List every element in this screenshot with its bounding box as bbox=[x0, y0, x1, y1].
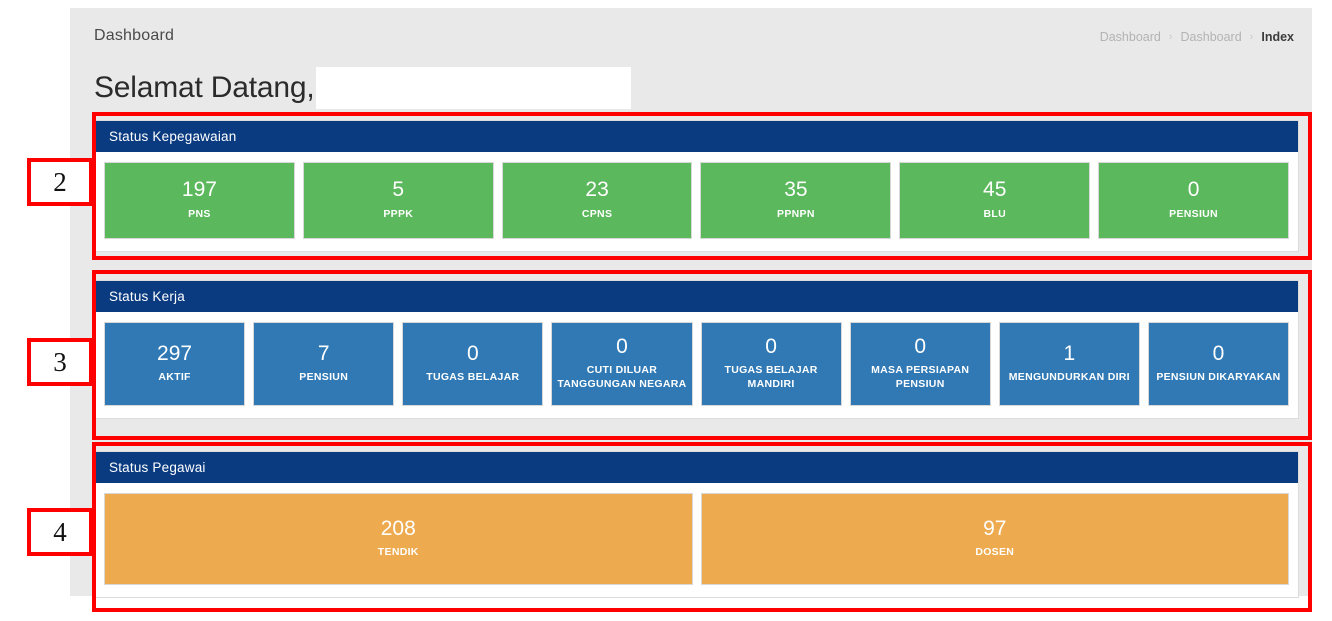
stat-value: 0 bbox=[466, 341, 479, 365]
stat-card-tugas-belajar[interactable]: 0 TUGAS BELAJAR bbox=[402, 322, 544, 406]
welcome-username-redaction bbox=[316, 67, 632, 109]
stat-card-cuti-diluar-tanggungan-negara[interactable]: 0 CUTI DILUAR TANGGUNGAN NEGARA bbox=[551, 322, 693, 406]
annotation-number-3: 3 bbox=[27, 338, 93, 386]
stat-label: PENSIUN bbox=[1169, 207, 1218, 220]
chevron-right-icon: › bbox=[1249, 31, 1254, 43]
breadcrumb-item-3: Index bbox=[1261, 30, 1294, 44]
stat-card-ppnpn[interactable]: 35 PPNPN bbox=[700, 162, 892, 239]
breadcrumb: Dashboard › Dashboard › Index bbox=[1100, 30, 1294, 44]
stat-value: 197 bbox=[181, 178, 217, 202]
panel-header-status-kepegawaian: Status Kepegawaian bbox=[95, 121, 1298, 152]
stat-card-pensiun[interactable]: 0 PENSIUN bbox=[1098, 162, 1289, 239]
stat-label: PENSIUN bbox=[299, 371, 349, 383]
stat-label: TUGAS BELAJAR MANDIRI bbox=[724, 364, 818, 390]
app-content-surface: Dashboard Dashboard › Dashboard › Index … bbox=[70, 8, 1312, 598]
stat-card-cpns[interactable]: 23 CPNS bbox=[501, 162, 693, 239]
stat-card-tugas-belajar-mandiri[interactable]: 0 TUGAS BELAJAR MANDIRI bbox=[700, 322, 842, 406]
stat-card-blu[interactable]: 45 BLU bbox=[899, 162, 1091, 239]
stat-value: 23 bbox=[585, 178, 609, 202]
panel-body-status-pegawai: 208 TENDIK 97 DOSEN bbox=[95, 483, 1298, 597]
panel-body-status-kerja: 297 AKTIF 7 PENSIUN 0 TUGAS BELAJAR 0 CU… bbox=[95, 312, 1298, 418]
stat-card-pns[interactable]: 197 PNS bbox=[104, 162, 295, 239]
stat-value: 208 bbox=[380, 516, 416, 540]
welcome-greeting: Selamat Datang, bbox=[94, 71, 315, 104]
panel-status-kerja: Status Kerja 297 AKTIF 7 PENSIUN 0 TUGAS… bbox=[94, 280, 1299, 419]
stat-value: 35 bbox=[784, 178, 808, 202]
stat-label: TUGAS BELAJAR bbox=[426, 371, 520, 383]
topbar: Dashboard Dashboard › Dashboard › Index bbox=[70, 8, 1312, 64]
stat-value: 0 bbox=[914, 335, 927, 359]
stat-card-tendik[interactable]: 208 TENDIK bbox=[104, 493, 693, 585]
stat-label: TENDIK bbox=[377, 546, 419, 558]
stat-card-aktif[interactable]: 297 AKTIF bbox=[104, 322, 246, 406]
panel-status-pegawai: Status Pegawai 208 TENDIK 97 DOSEN bbox=[94, 451, 1299, 598]
stat-value: 0 bbox=[1212, 341, 1225, 365]
stat-value: 97 bbox=[983, 516, 1007, 540]
stat-value: 45 bbox=[983, 178, 1007, 202]
breadcrumb-item-1[interactable]: Dashboard bbox=[1099, 30, 1161, 44]
stat-label: MENGUNDURKAN DIRI bbox=[1008, 371, 1130, 383]
stat-value: 7 bbox=[317, 341, 330, 365]
stat-card-pensiun[interactable]: 7 PENSIUN bbox=[253, 322, 395, 406]
stat-label: CUTI DILUAR TANGGUNGAN NEGARA bbox=[557, 364, 687, 390]
stat-label: PPPK bbox=[383, 207, 414, 220]
breadcrumb-item-2[interactable]: Dashboard bbox=[1180, 30, 1242, 44]
annotation-number-4: 4 bbox=[27, 508, 93, 556]
stat-value: 0 bbox=[616, 335, 628, 359]
stat-value: 0 bbox=[1187, 178, 1200, 202]
stat-label: AKTIF bbox=[158, 371, 191, 383]
stat-value: 0 bbox=[765, 335, 777, 359]
stat-label: MASA PERSIAPAN PENSIUN bbox=[871, 364, 970, 390]
welcome-row: Selamat Datang, bbox=[94, 65, 632, 111]
chevron-right-icon: › bbox=[1168, 31, 1173, 43]
stat-card-masa-persiapan-pensiun[interactable]: 0 MASA PERSIAPAN PENSIUN bbox=[849, 322, 991, 406]
annotation-number-2: 2 bbox=[27, 158, 93, 206]
stat-label: CPNS bbox=[581, 207, 613, 220]
stat-card-pensiun-dikaryakan[interactable]: 0 PENSIUN DIKARYAKAN bbox=[1147, 322, 1289, 406]
panel-body-status-kepegawaian: 197 PNS 5 PPPK 23 CPNS 35 PPNPN 45 BLU bbox=[95, 152, 1298, 251]
panel-status-kepegawaian: Status Kepegawaian 197 PNS 5 PPPK 23 CPN… bbox=[94, 120, 1299, 252]
stat-value: 1 bbox=[1063, 341, 1076, 365]
stat-label: PNS bbox=[188, 207, 211, 220]
stat-label: BLU bbox=[983, 207, 1006, 220]
page-title: Dashboard bbox=[94, 27, 175, 44]
stat-label: PPNPN bbox=[777, 207, 815, 220]
stat-card-dosen[interactable]: 97 DOSEN bbox=[700, 493, 1289, 585]
stat-label: PENSIUN DIKARYAKAN bbox=[1156, 371, 1281, 383]
stat-label: DOSEN bbox=[975, 546, 1015, 558]
panel-header-status-pegawai: Status Pegawai bbox=[95, 452, 1298, 483]
stat-value: 5 bbox=[392, 178, 405, 202]
stat-value: 297 bbox=[157, 341, 193, 365]
stat-card-mengundurkan-diri[interactable]: 1 MENGUNDURKAN DIRI bbox=[998, 322, 1140, 406]
stat-card-pppk[interactable]: 5 PPPK bbox=[302, 162, 494, 239]
panel-header-status-kerja: Status Kerja bbox=[95, 281, 1298, 312]
